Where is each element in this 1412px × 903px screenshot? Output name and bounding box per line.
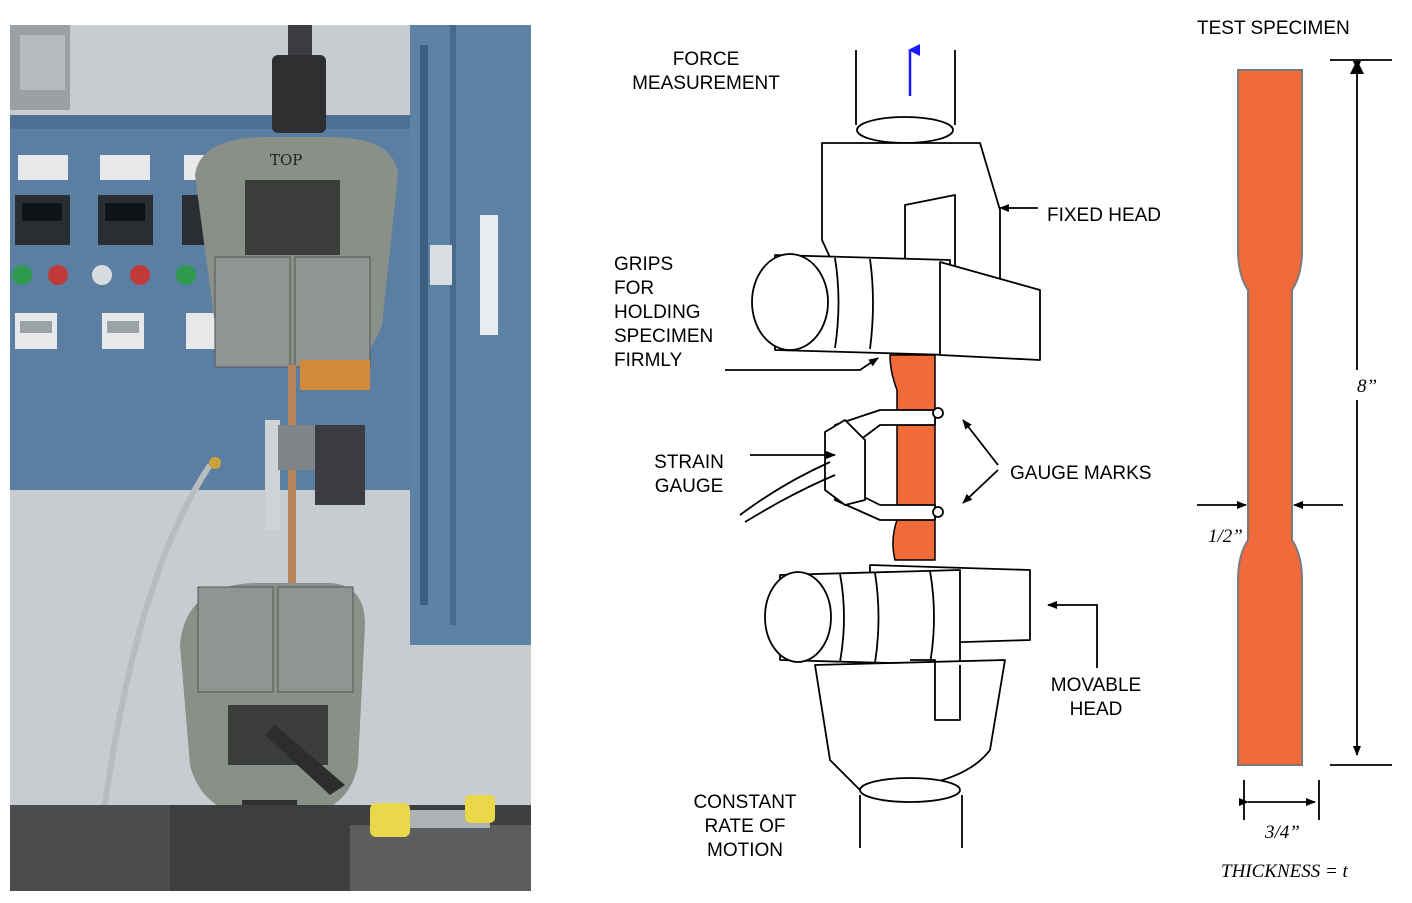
gauge-mark-arrow-upper <box>962 419 999 466</box>
tensile-machine-photo-art: TOP <box>10 25 531 891</box>
tensile-machine-photo: TOP <box>10 25 531 891</box>
cabinet <box>410 25 531 645</box>
panel-buttons <box>12 265 196 285</box>
svg-text:TOP: TOP <box>270 151 302 169</box>
movable-head-label: MOVABLE HEAD <box>1050 675 1142 720</box>
force-measurement-label: FORCE MEASUREMENT <box>632 49 780 94</box>
photo-specimen <box>288 365 296 615</box>
panel-counters <box>15 313 216 349</box>
controller-units <box>15 155 214 245</box>
thickness-label: THICKNESS = t <box>1221 861 1348 882</box>
diagram-frame <box>751 50 1041 361</box>
gauge-mark-arrow-lower <box>962 469 999 504</box>
grip-width-dimension-label: 3/4” <box>1265 822 1300 843</box>
grips-label: GRIPS FOR HOLDING SPECIMEN FIRMLY <box>614 254 714 371</box>
movable-head-body <box>814 659 1006 791</box>
gauge-width-dimension-label: 1/2” <box>1208 526 1243 547</box>
fixed-head-label: FIXED HEAD <box>1047 205 1162 226</box>
strain-gauge-label: STRAIN GAUGE <box>654 452 724 497</box>
grips-arrow <box>725 357 879 371</box>
upper-grip-right <box>939 261 1041 361</box>
strain-gauge-cable <box>739 461 836 523</box>
diagram-specimen <box>889 354 936 561</box>
test-specimen-title: TEST SPECIMEN <box>1197 18 1350 39</box>
test-specimen-shape <box>1237 69 1303 766</box>
movable-head-arrow <box>1047 601 1098 668</box>
length-dimension-label: 8” <box>1357 376 1378 397</box>
constant-rate-label: CONSTANT RATE OF MOTION <box>693 792 797 861</box>
gauge-marks-label: GAUGE MARKS <box>1010 463 1152 484</box>
